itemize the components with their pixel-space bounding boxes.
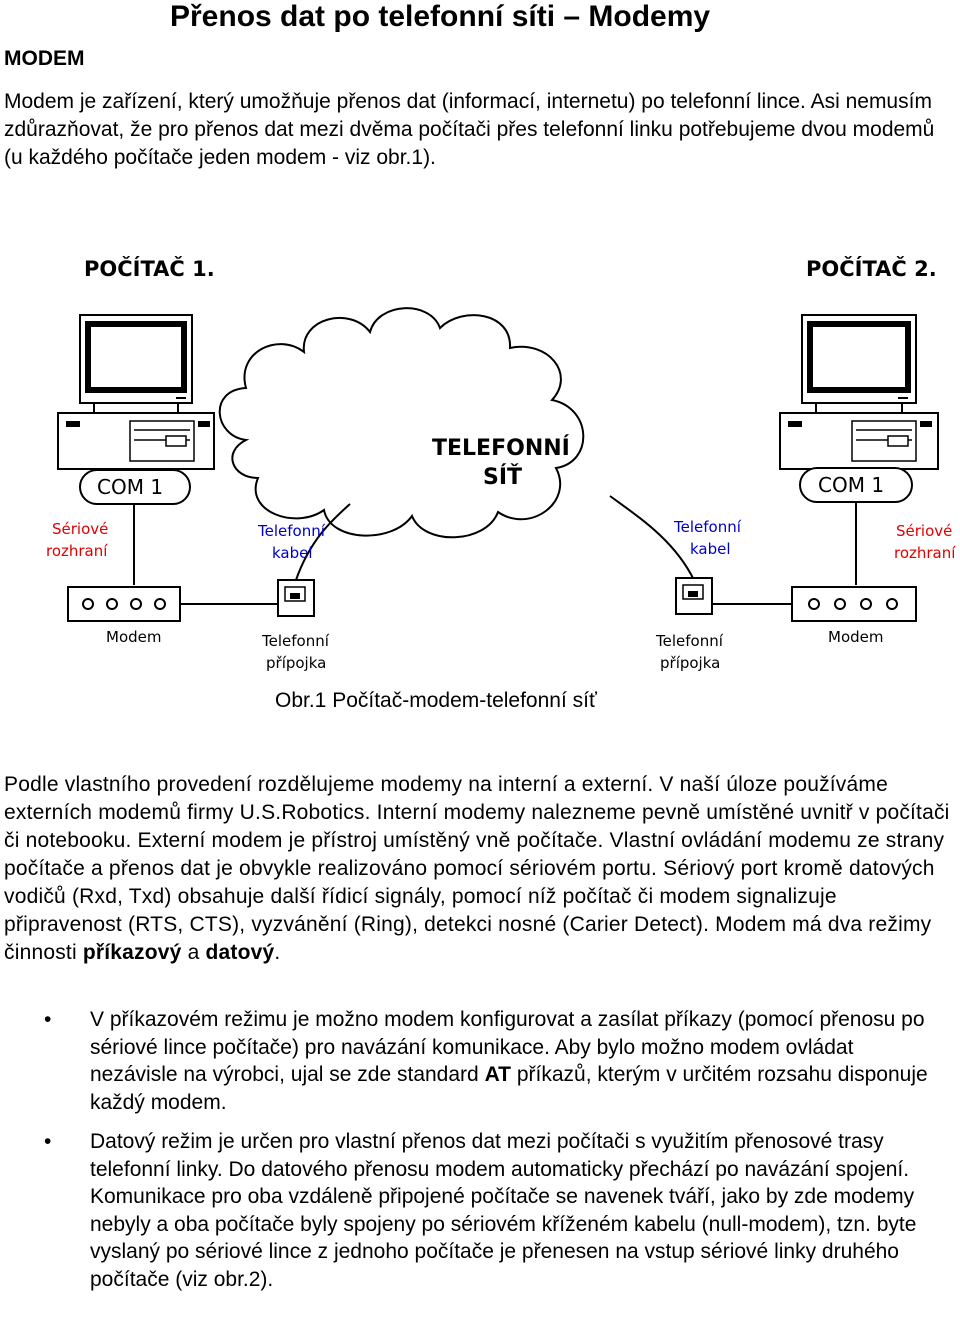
modem-left-icon <box>67 586 181 622</box>
serial-right-label-2: rozhraní <box>894 544 956 562</box>
jack-right-label-2: přípojka <box>660 654 720 672</box>
cable-left-label-2: kabel <box>272 544 313 562</box>
list-item-text-b: příkazů, kterým v určitém rozsahu dispon… <box>90 1063 928 1114</box>
page-title: Přenos dat po telefonní síti – Modemy <box>170 0 711 33</box>
jack-left-label-2: přípojka <box>266 654 326 672</box>
serial-right-label-1: Sériové <box>896 522 952 540</box>
cable-left-label-1: Telefonní <box>257 522 326 540</box>
command-mode-term: příkazový <box>82 941 182 964</box>
figure-caption: Obr.1 Počítač-modem-telefonní síť <box>275 689 597 712</box>
cloud-label-line2: SÍŤ <box>483 464 522 490</box>
body-text: Podle vlastního provedení rozdělujeme mo… <box>4 773 950 964</box>
serial-left-label-2: rozhraní <box>46 542 108 560</box>
phone-jack-right-icon <box>675 577 713 615</box>
pc1-label: POČÍTAČ 1. <box>84 256 215 281</box>
intro-paragraph: Modem je zařízení, který umožňuje přenos… <box>4 90 935 169</box>
phone-cable-right <box>609 495 695 581</box>
modem-right-label: Modem <box>828 628 883 646</box>
serial-left-label-1: Sériové <box>52 520 108 538</box>
body-paragraph: Podle vlastního provedení rozdělujeme mo… <box>4 771 954 967</box>
list-item: • V příkazovém režimu je možno modem kon… <box>4 1006 954 1116</box>
modem-right-icon <box>791 586 917 622</box>
com-right-label: COM 1 <box>818 473 884 497</box>
list-item-text: Datový režim je určen pro vlastní přenos… <box>90 1130 917 1291</box>
com-left-label: COM 1 <box>97 475 163 499</box>
body-text-end: . <box>274 941 281 964</box>
telephone-network-cloud <box>218 307 585 539</box>
cable-right-label-1: Telefonní <box>673 518 742 536</box>
phone-jack-left-icon <box>277 579 315 617</box>
section-label: MODEM <box>4 47 85 70</box>
pc2-label: POČÍTAČ 2. <box>806 256 937 281</box>
list-item-text: V příkazovém režimu je možno modem konfi… <box>90 1006 940 1116</box>
modem-left-label: Modem <box>106 628 161 646</box>
cable-right-label-2: kabel <box>690 540 731 558</box>
data-mode-term: datový <box>205 941 275 964</box>
bullet-icon: • <box>44 1130 52 1153</box>
jack-left-label-1: Telefonní <box>261 632 330 650</box>
computer-2-icon <box>779 314 939 470</box>
list-item-text-a: V příkazovém režimu je možno modem konfi… <box>90 1008 925 1086</box>
at-standard-term: AT <box>484 1063 511 1086</box>
computer-1-icon <box>57 314 215 470</box>
body-text-joiner: a <box>181 941 206 964</box>
cloud-label-line1: TELEFONNÍ <box>432 435 570 461</box>
phone-cable-left <box>295 503 351 581</box>
bullet-icon: • <box>44 1008 52 1031</box>
network-diagram: POČÍTAČ 1. POČÍTAČ 2. COM 1 COM 1 <box>46 256 956 672</box>
jack-right-label-1: Telefonní <box>655 632 724 650</box>
list-item: • Datový režim je určen pro vlastní přen… <box>4 1128 954 1293</box>
